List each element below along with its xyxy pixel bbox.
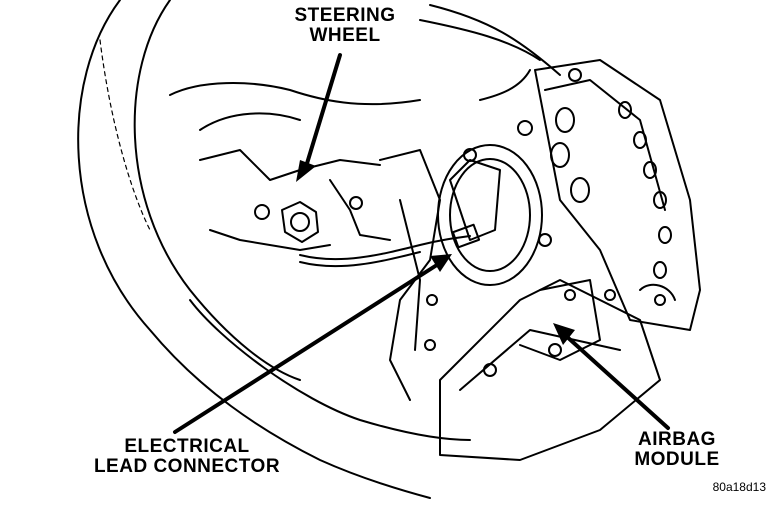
arrow-electrical-lead [173, 261, 442, 434]
label-electrical-lead-connector: ELECTRICAL LEAD CONNECTOR [92, 437, 282, 477]
steering-wheel-rim [77, 0, 471, 499]
leader-arrows [173, 53, 670, 434]
arrow-steering-wheel [303, 53, 342, 172]
arrow-steering-wheel-head [296, 160, 316, 182]
label-steering-wheel-line2: WHEEL [309, 24, 381, 46]
label-airbag-line2: MODULE [634, 448, 720, 470]
clockspring-hub [437, 120, 552, 286]
steering-wheel-nut [281, 201, 319, 243]
label-electrical-line2: LEAD CONNECTOR [93, 455, 281, 477]
label-airbag-line1: AIRBAG [638, 429, 716, 450]
label-steering-wheel-line1: STEERING [294, 5, 396, 26]
label-electrical-line1: ELECTRICAL [124, 436, 250, 457]
electrical-lead-wire [299, 223, 481, 268]
label-airbag-module: AIRBAG MODULE [622, 430, 732, 470]
arrow-electrical-lead-head [430, 254, 452, 272]
airbag-module-housing [439, 279, 666, 461]
figure-code: 80a18d13 [712, 480, 766, 494]
label-steering-wheel: STEERING WHEEL [270, 6, 420, 46]
arrow-airbag-module-head [553, 323, 575, 345]
steering-wheel-spoke [169, 4, 561, 131]
column-frame [199, 149, 441, 401]
airbag-bracket [534, 59, 701, 331]
arrow-airbag-module [563, 333, 670, 430]
